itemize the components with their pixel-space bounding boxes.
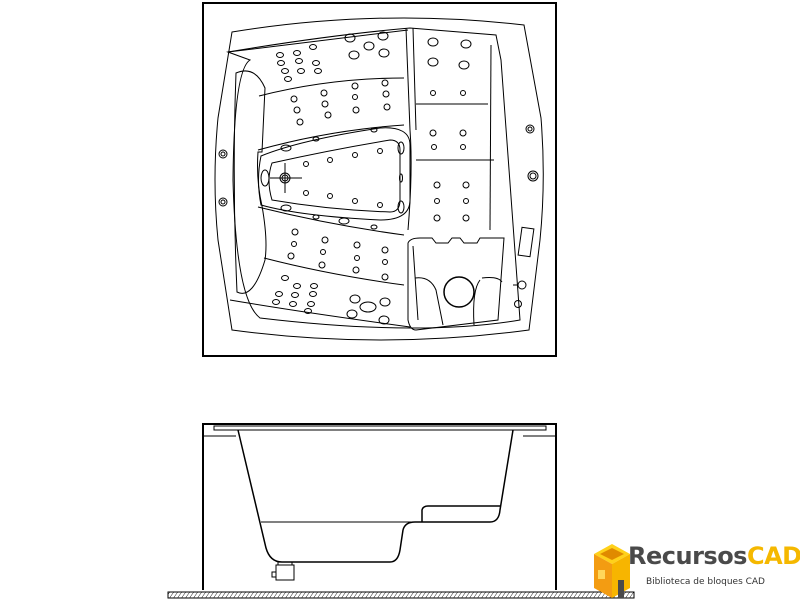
- jets-footwell: [280, 127, 405, 230]
- side-elevation: [202, 423, 557, 590]
- logo-brand: RecursosCAD: [628, 542, 800, 570]
- recursoscad-watermark: RecursosCAD Biblioteca de bloques CAD: [590, 540, 800, 600]
- brand-part2: CAD: [746, 542, 800, 570]
- brand-part1: Recursos: [628, 542, 747, 570]
- jets-top-left: [276, 31, 391, 126]
- logo-box-icon: [594, 544, 630, 598]
- logo-tagline: Biblioteca de bloques CAD: [646, 577, 765, 587]
- plan-view: [202, 2, 557, 357]
- jets-right: [427, 37, 472, 222]
- jets-bottom-left: [272, 228, 391, 325]
